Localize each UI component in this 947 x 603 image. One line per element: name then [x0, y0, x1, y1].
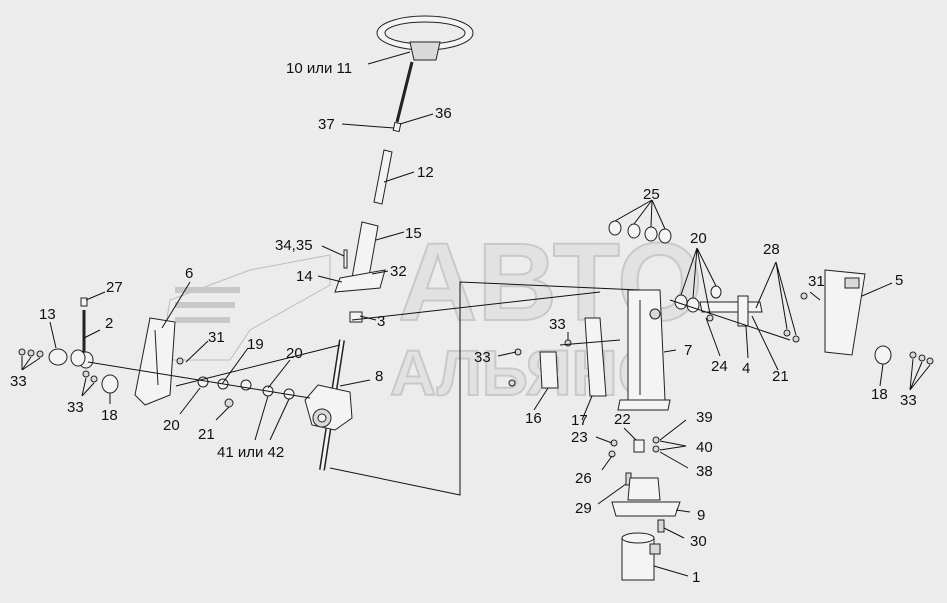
- label-41-or-42: 41 или 42: [217, 444, 284, 461]
- label-32: 32: [390, 263, 407, 280]
- lever-assembly: [674, 285, 763, 327]
- left-bracket: [134, 317, 176, 406]
- label-31-right: 31: [808, 273, 825, 290]
- label-33-a: 33: [10, 373, 27, 390]
- label-2: 2: [105, 315, 113, 332]
- label-33-c: 33: [549, 316, 566, 333]
- label-20-left: 20: [163, 417, 180, 434]
- label-6: 6: [185, 265, 193, 282]
- steering-gear-housing: [304, 384, 353, 431]
- watermark-line2: АЛЬЯНС: [390, 337, 664, 409]
- label-5: 5: [895, 272, 903, 289]
- label-31-left: 31: [208, 329, 225, 346]
- label-30: 30: [690, 533, 707, 550]
- label-29: 29: [575, 500, 592, 517]
- label-16: 16: [525, 410, 542, 427]
- label-14: 14: [296, 268, 313, 285]
- upper-housing: [334, 249, 386, 323]
- label-3: 3: [377, 313, 385, 330]
- label-34-35: 34,35: [275, 237, 313, 254]
- label-20-mid: 20: [286, 345, 303, 362]
- right-cover: [824, 269, 892, 365]
- label-18-right: 18: [871, 386, 888, 403]
- label-24: 24: [711, 358, 728, 375]
- left-plates: [539, 317, 607, 397]
- label-36: 36: [435, 105, 452, 122]
- lower-unit: [608, 436, 681, 581]
- label-33-e: 33: [900, 392, 917, 409]
- label-28: 28: [763, 241, 780, 258]
- label-20-right: 20: [690, 230, 707, 247]
- label-22: 22: [614, 411, 631, 428]
- label-19: 19: [247, 336, 264, 353]
- label-33-d: 33: [474, 349, 491, 366]
- label-17: 17: [571, 412, 588, 429]
- label-10-or-11: 10 или 11: [286, 60, 352, 77]
- label-21-right: 21: [772, 368, 789, 385]
- label-23: 23: [571, 429, 588, 446]
- label-1: 1: [692, 569, 700, 586]
- leader-lines: [21, 51, 931, 577]
- label-37: 37: [318, 116, 335, 133]
- label-26: 26: [575, 470, 592, 487]
- label-38: 38: [696, 463, 713, 480]
- label-15: 15: [405, 225, 422, 242]
- label-13: 13: [39, 306, 56, 323]
- label-39: 39: [696, 409, 713, 426]
- label-40: 40: [696, 439, 713, 456]
- washers-row: [176, 357, 295, 408]
- label-12: 12: [417, 164, 434, 181]
- label-4: 4: [742, 360, 750, 377]
- label-33-b: 33: [67, 399, 84, 416]
- label-27: 27: [106, 279, 123, 296]
- right-bracket: [617, 289, 671, 411]
- steering-wheel: [376, 15, 474, 61]
- label-21-left: 21: [198, 426, 215, 443]
- guide-lines: [87, 281, 791, 496]
- label-7: 7: [684, 342, 692, 359]
- left-fasteners: [18, 348, 119, 394]
- left-lever: [48, 297, 94, 369]
- label-8: 8: [375, 368, 383, 385]
- label-18-left: 18: [101, 407, 118, 424]
- label-25: 25: [643, 186, 660, 203]
- callout-labels: 10 или 11 36 37 12 34,35 15 14 32 3 6 27…: [10, 60, 917, 586]
- label-9: 9: [697, 507, 705, 524]
